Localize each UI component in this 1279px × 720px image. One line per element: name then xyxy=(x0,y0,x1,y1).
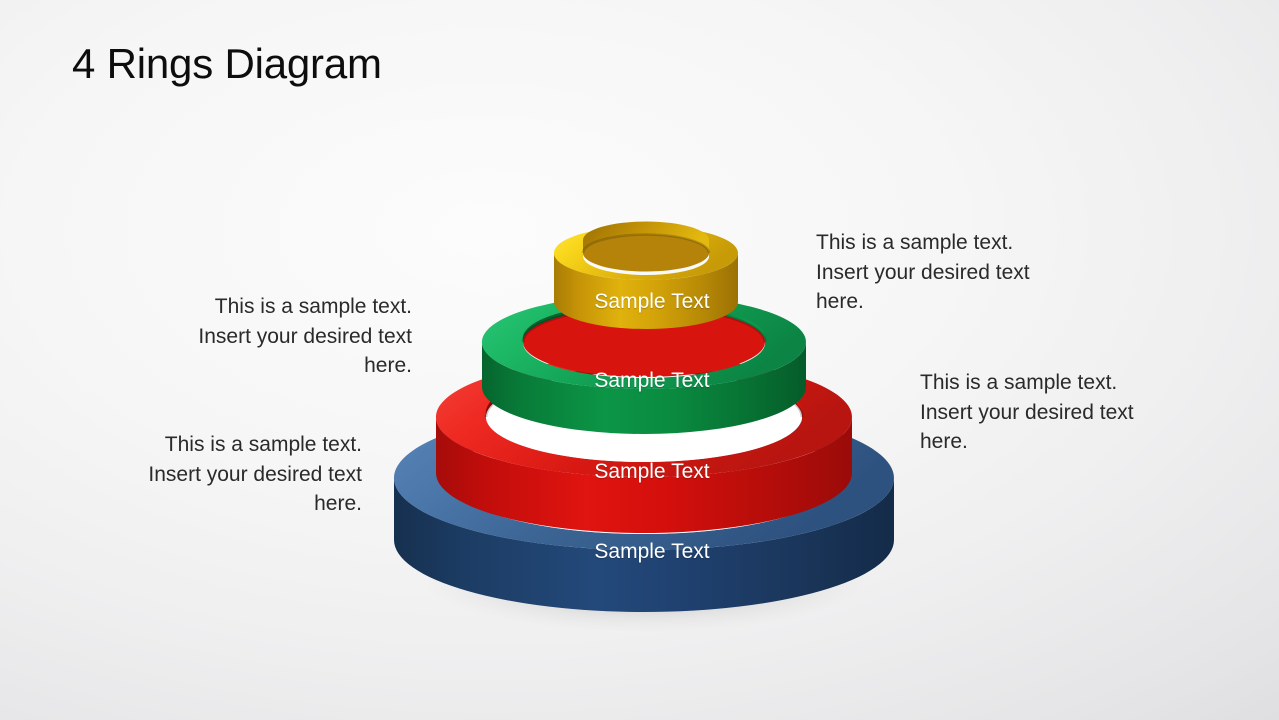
callout-text-top-left: This is a sample text. Insert your desir… xyxy=(140,292,412,381)
callout-line: Insert your desired text xyxy=(920,400,1134,424)
callout-line: here. xyxy=(920,430,968,453)
ring-blue-outer-wall xyxy=(394,478,894,612)
ring-green-outer-wall xyxy=(482,342,806,434)
callout-line: This is a sample text. xyxy=(816,231,1014,254)
ring-yellow[interactable] xyxy=(553,221,738,330)
callout-line: This is a sample text. xyxy=(214,295,412,318)
callout-line: here. xyxy=(816,290,864,313)
callout-line: Insert your desired text xyxy=(816,260,1030,284)
callout-text-bottom-left: This is a sample text. Insert your desir… xyxy=(90,430,362,519)
ring-yellow-inner-rim-shade xyxy=(581,233,711,254)
callout-line: Insert your desired text xyxy=(148,462,362,486)
page-title: 4 Rings Diagram xyxy=(72,40,382,87)
ring-red-outer-wall xyxy=(436,417,852,533)
callout-line: here. xyxy=(364,354,412,377)
callout-line: here. xyxy=(314,492,362,515)
ring-yellow-inner-wall xyxy=(583,221,709,253)
ring-yellow-inner-floor xyxy=(583,234,709,272)
callout-text-top-right: This is a sample text. Insert your desir… xyxy=(816,228,1084,317)
callout-line: Insert your desired text xyxy=(198,324,412,348)
rings-diagram: Sample Text Sample Text Sample Text Samp… xyxy=(372,190,932,640)
ring-yellow-outer-wall xyxy=(554,253,738,329)
callout-text-bottom-right: This is a sample text. Insert your desir… xyxy=(920,368,1188,457)
callout-line: This is a sample text. xyxy=(920,371,1118,394)
ring-green-inner-floor xyxy=(523,307,765,377)
rings-svg xyxy=(393,221,894,632)
callout-line: This is a sample text. xyxy=(164,433,362,456)
